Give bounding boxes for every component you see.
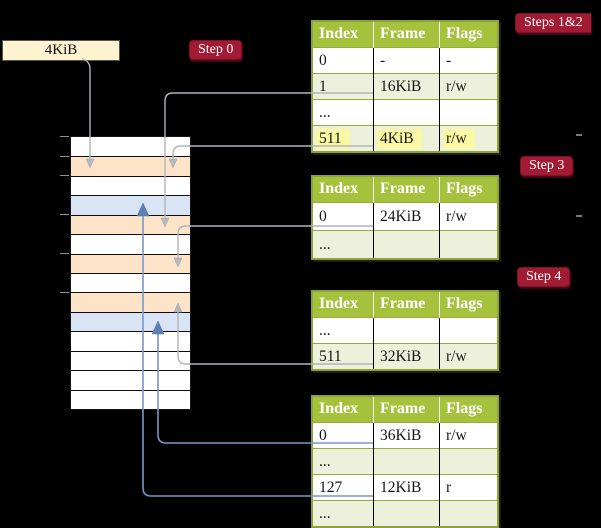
cell-index: 0 [312, 422, 374, 449]
memory-frame-white [71, 175, 190, 196]
table-row: 511 4KiB r/w [312, 125, 498, 152]
cell-frame: - [373, 47, 440, 74]
memory-frame-peach [71, 253, 190, 273]
cell-frame [373, 230, 440, 259]
label-steps-1-2: Steps 1&2 [515, 13, 591, 33]
cell-flags: r/w [439, 422, 498, 449]
cell-index: ... [312, 99, 374, 126]
memory-frame-peach [71, 156, 190, 176]
highlighted-value: 4KiB [377, 128, 422, 149]
cell-flags [439, 99, 498, 126]
cell-flags: r/w [439, 125, 498, 152]
cell-index: 511 [312, 125, 374, 152]
cell-frame [373, 448, 440, 475]
memory-frame-white [71, 273, 190, 293]
cell-flags: r/w [439, 202, 498, 231]
memory-tick [60, 253, 69, 254]
arrow-stub [576, 134, 582, 136]
column-header-flags: Flags [439, 396, 498, 423]
cell-flags: - [439, 47, 498, 74]
cell-index: 511 [312, 343, 374, 370]
cell-flags [439, 448, 498, 475]
column-header-index: Index [312, 176, 374, 203]
memory-frame-white [71, 234, 190, 254]
memory-tick [60, 156, 69, 157]
cell-frame: 16KiB [373, 73, 440, 100]
table-row: 0-- [312, 47, 498, 74]
table-row: ... [312, 500, 498, 527]
column-header-flags: Flags [439, 176, 498, 203]
table-row: ... [312, 317, 498, 344]
memory-frame-white [71, 137, 190, 157]
label-step-4: Step 4 [517, 267, 571, 287]
memory-tick [60, 214, 69, 215]
cell-frame: 24KiB [373, 202, 440, 231]
memory-stack [70, 136, 191, 410]
cell-frame: 32KiB [373, 343, 440, 370]
cell-index: ... [312, 317, 374, 344]
memory-tick [60, 292, 69, 293]
table-row: ... [312, 448, 498, 475]
cell-flags [439, 500, 498, 527]
arrow-stub [576, 215, 582, 217]
highlighted-value: 511 [316, 128, 350, 149]
memory-frame-white [71, 350, 190, 371]
cell-index: 1 [312, 73, 374, 100]
column-header-frame: Frame [373, 176, 440, 203]
column-header-index: Index [312, 21, 374, 48]
memory-frame-blue [71, 311, 190, 332]
cell-flags [439, 230, 498, 259]
cell-index: 0 [312, 202, 374, 231]
cell-index: 0 [312, 47, 374, 74]
cell-index: ... [312, 448, 374, 475]
column-header-flags: Flags [439, 21, 498, 48]
cell-index: 127 [312, 474, 374, 501]
cell-index: ... [312, 500, 374, 527]
cell-flags [439, 317, 498, 344]
table-row: ... [312, 230, 498, 259]
table-row: ... [312, 99, 498, 126]
cell-frame: 12KiB [373, 474, 440, 501]
memory-frame-peach [71, 292, 190, 312]
column-header-frame: Frame [373, 291, 440, 318]
page-size-box: 4KiB [2, 40, 120, 61]
cell-index: ... [312, 230, 374, 259]
column-header-index: Index [312, 291, 374, 318]
memory-tick [60, 175, 69, 176]
label-step-3: Step 3 [520, 156, 574, 176]
memory-frame-peach [71, 214, 190, 235]
cell-flags: r [439, 474, 498, 501]
column-header-index: Index [312, 396, 374, 423]
memory-frame-white [71, 331, 190, 351]
cell-frame: 4KiB [373, 125, 440, 152]
column-header-flags: Flags [439, 291, 498, 318]
label-step-0: Step 0 [189, 40, 243, 60]
cell-frame [373, 317, 440, 344]
memory-frame-blue [71, 195, 190, 215]
column-header-frame: Frame [373, 21, 440, 48]
cell-frame [373, 99, 440, 126]
cell-frame: 36KiB [373, 422, 440, 449]
cell-flags: r/w [439, 73, 498, 100]
cell-frame [373, 500, 440, 527]
highlighted-value: r/w [443, 128, 475, 149]
memory-frame-white [71, 370, 190, 390]
column-header-frame: Frame [373, 396, 440, 423]
cell-flags: r/w [439, 343, 498, 370]
memory-frame-white [71, 389, 190, 409]
memory-tick [60, 136, 69, 137]
